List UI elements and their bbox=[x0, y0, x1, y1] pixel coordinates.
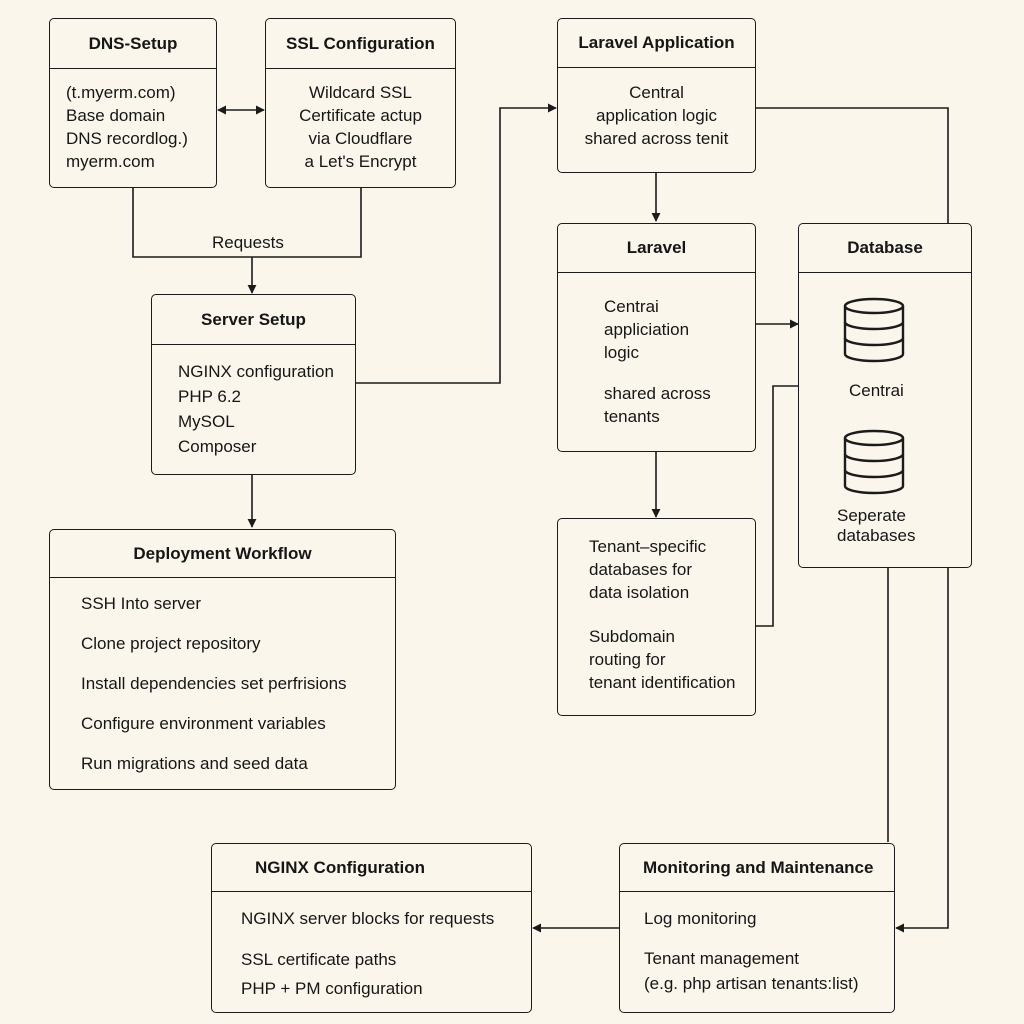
deploy-step: Install dependencies set perfrisions bbox=[81, 674, 347, 693]
monitor-line: Tenant management bbox=[644, 949, 799, 968]
nginx-line: SSL certificate paths bbox=[241, 950, 397, 969]
tenant-line: Subdomain bbox=[589, 627, 676, 646]
ssl-configuration-box: SSL Configuration Wildcard SSL Certifica… bbox=[265, 18, 456, 188]
dns-setup-box: DNS-Setup (t.myerm.com) Base domain DNS … bbox=[49, 18, 217, 188]
dns-line: DNS recordlog.) bbox=[66, 129, 188, 148]
database-title: Database bbox=[799, 224, 971, 273]
server-setup-title: Server Setup bbox=[152, 295, 355, 345]
laravel-line: logic bbox=[604, 343, 639, 362]
laravel-app-line: shared across tenit bbox=[584, 129, 729, 148]
laravel-line: appliciation bbox=[604, 320, 690, 339]
deploy-step: Configure environment variables bbox=[81, 714, 326, 733]
tenant-line: routing for bbox=[589, 650, 666, 669]
nginx-configuration-title: NGINX Configuration bbox=[212, 844, 531, 892]
ssl-line: Wildcard SSL bbox=[309, 83, 412, 102]
server-line: NGINX configuration bbox=[178, 362, 334, 381]
ssl-line: Certificate actup bbox=[299, 106, 422, 125]
laravel-box: Laravel Centrai appliciation logic share… bbox=[557, 223, 756, 452]
laravel-line: shared across bbox=[604, 384, 711, 403]
dns-line: (t.myerm.com) bbox=[66, 83, 176, 102]
tenant-line: data isolation bbox=[589, 583, 690, 602]
app-database-connector bbox=[756, 107, 949, 223]
laravel-title: Laravel bbox=[558, 224, 755, 273]
deploy-step: SSH Into server bbox=[81, 594, 201, 613]
tenant-database-connector bbox=[756, 385, 798, 627]
nginx-configuration-box: NGINX Configuration NGINX server blocks … bbox=[211, 843, 532, 1013]
server-line: MySOL bbox=[178, 412, 235, 431]
tenant-line: tenant identification bbox=[589, 673, 736, 692]
deployment-workflow-title: Deployment Workflow bbox=[50, 530, 395, 578]
tenant-line: Tenant–specific bbox=[589, 537, 707, 556]
deploy-step: Clone project repository bbox=[81, 634, 261, 653]
laravel-application-title: Laravel Application bbox=[558, 19, 755, 68]
dns-line: myerm.com bbox=[66, 152, 155, 171]
laravel-application-box: Laravel Application Central application … bbox=[557, 18, 756, 173]
nginx-line: PHP + PM configuration bbox=[241, 979, 423, 998]
dns-requests-connector bbox=[132, 188, 362, 258]
laravel-line: Centrai bbox=[604, 297, 659, 316]
tenant-box: Tenant–specific databases for data isola… bbox=[557, 518, 756, 716]
database-cylinder-icon bbox=[843, 429, 905, 495]
database-cylinder-icon bbox=[843, 297, 905, 363]
deploy-step: Run migrations and seed data bbox=[81, 754, 308, 773]
database-monitor-arrow bbox=[895, 568, 949, 933]
database-separate-label: Seperate bbox=[837, 506, 906, 525]
server-line: Composer bbox=[178, 437, 257, 456]
database-separate-label: databases bbox=[837, 526, 916, 545]
ssl-line: a Let's Encrypt bbox=[304, 152, 417, 171]
database-box: Database Centrai Seperate databases bbox=[798, 223, 972, 568]
ssl-configuration-title: SSL Configuration bbox=[266, 19, 455, 69]
database-central-label: Centrai bbox=[849, 381, 904, 400]
server-line: PHP 6.2 bbox=[178, 387, 242, 406]
laravel-app-line: Central bbox=[629, 83, 684, 102]
dns-line: Base domain bbox=[66, 106, 166, 125]
dns-setup-title: DNS-Setup bbox=[50, 19, 216, 69]
laravel-line: tenants bbox=[604, 407, 660, 426]
ssl-line: via Cloudflare bbox=[308, 129, 413, 148]
server-app-connector bbox=[356, 103, 557, 384]
monitoring-maintenance-box: Monitoring and Maintenance Log monitorin… bbox=[619, 843, 895, 1013]
laravel-app-line: application logic bbox=[596, 106, 717, 125]
monitoring-maintenance-title: Monitoring and Maintenance bbox=[620, 844, 894, 892]
deployment-workflow-box: Deployment Workflow SSH Into server Clon… bbox=[49, 529, 396, 790]
requests-label: Requests bbox=[212, 233, 284, 252]
monitor-line: (e.g. php artisan tenants:list) bbox=[644, 974, 859, 993]
nginx-line: NGINX server blocks for requests bbox=[241, 909, 495, 928]
tenant-line: databases for bbox=[589, 560, 693, 579]
monitor-line: Log monitoring bbox=[644, 909, 757, 928]
server-setup-box: Server Setup NGINX configuration PHP 6.2… bbox=[151, 294, 356, 475]
